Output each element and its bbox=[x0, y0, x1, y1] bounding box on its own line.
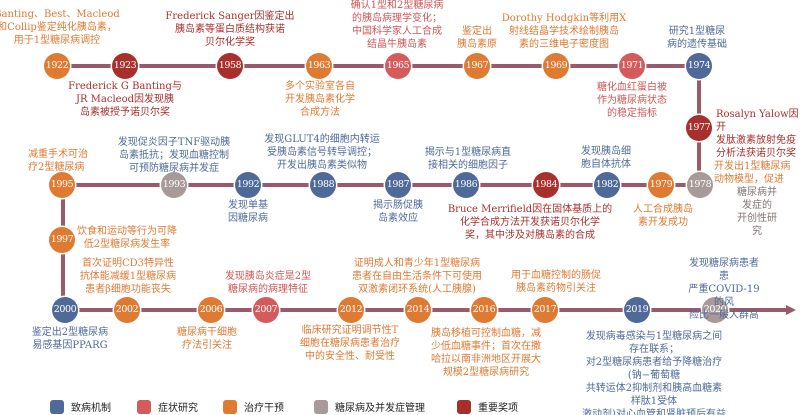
year-node-1986[interactable]: 1986 bbox=[453, 172, 479, 198]
event-text-1923: Frederick G Banting与 JR Macleod因发现胰 岛素被授… bbox=[68, 81, 182, 118]
legend-item-mechanism: 致病机制 bbox=[50, 399, 111, 414]
legend-label: 致病机制 bbox=[71, 403, 111, 414]
event-text-2000: 鉴定出2型糖尿病 易感基因PPARG bbox=[31, 327, 109, 351]
event-text-1993: 发现促炎因子TNF驱动胰 岛素抵抗；发现血糖控制 可预防糖尿病并发症 bbox=[117, 137, 231, 174]
timeline-row-2 bbox=[62, 183, 701, 187]
event-text-1922: Banting、Best、Macleod 和Collip鉴定纯化胰岛素， 用于1… bbox=[0, 9, 120, 46]
event-text-1969: Dorothy Hodgkin等利用X 射线结晶学技术绘制胰岛 素的三维电子密度… bbox=[501, 13, 627, 50]
event-text-1978-part2: 糖尿病并发症的 开创性研究 bbox=[737, 187, 777, 237]
year-node-2017[interactable]: 2017 bbox=[532, 297, 558, 323]
event-text-2017: 用于血糖控制的肠促 胰岛素药物引关注 bbox=[511, 270, 601, 294]
year-node-1963[interactable]: 1963 bbox=[306, 53, 332, 79]
legend-label: 糖尿病及并发症管理 bbox=[335, 403, 425, 414]
legend-item-treatment: 治疗干预 bbox=[223, 399, 284, 414]
legend-label: 重要奖项 bbox=[478, 403, 518, 414]
timeline-row-1 bbox=[57, 64, 701, 68]
year-node-2016[interactable]: 2016 bbox=[471, 297, 497, 323]
event-text-1963: 多个实验室各自 开发胰岛素化学 合成方法 bbox=[285, 81, 355, 118]
year-node-1992[interactable]: 1992 bbox=[235, 172, 261, 198]
legend-label: 症状研究 bbox=[158, 403, 198, 414]
legend-label: 治疗干预 bbox=[244, 403, 284, 414]
event-text-1997: 饮食和运动等行为可降 低2型糖尿病发生率 bbox=[77, 226, 177, 250]
event-text-2006: 糖尿病干细胞 疗法引关注 bbox=[177, 327, 237, 351]
year-node-2007[interactable]: 2007 bbox=[253, 297, 279, 323]
legend-swatch bbox=[457, 399, 471, 414]
event-text-1982: 发现胰岛细 胞自体抗体 bbox=[581, 146, 631, 170]
year-node-1984[interactable]: 1984 bbox=[533, 172, 559, 198]
legend-item-award: 重要奖项 bbox=[457, 399, 518, 414]
year-node-1965[interactable]: 1965 bbox=[385, 53, 411, 79]
legend-item-symptom: 症状研究 bbox=[137, 399, 198, 414]
event-text-2012: 临床研究证明调节性T 细胞在糖尿病患者治疗 中的安全性、耐受性 bbox=[300, 325, 400, 362]
legend-item-management: 糖尿病及并发症管理 bbox=[314, 399, 425, 414]
event-text-1986: 揭示与1型糖尿病直 接相关的细胞因子 bbox=[424, 147, 512, 171]
legend-swatch bbox=[137, 399, 151, 414]
year-node-1993[interactable]: 1993 bbox=[161, 172, 187, 198]
year-node-1995[interactable]: 1995 bbox=[49, 172, 75, 198]
event-text-1965: 确认1型和2型糖尿病 的胰岛病理学变化； 中国科学家人工合成 结晶牛胰岛素 bbox=[350, 0, 444, 50]
event-text-1978-part1: 开发出1型糖尿病 动物模型，促进 bbox=[714, 161, 791, 185]
year-node-1987[interactable]: 1987 bbox=[385, 172, 411, 198]
year-node-1982[interactable]: 1982 bbox=[594, 172, 620, 198]
event-text-2014: 证明成人和青少年1型糖尿病 患者在自由生活条件下可使用 双激素闭环系统(人工胰腺… bbox=[352, 258, 482, 295]
event-text-2020: 发现糖尿病患者患 严重COVID-19的风 险比一般人群高 bbox=[688, 258, 760, 321]
legend-swatch bbox=[50, 399, 64, 414]
year-node-1974[interactable]: 1974 bbox=[686, 53, 712, 79]
year-node-1977[interactable]: 1977 bbox=[686, 115, 712, 141]
year-node-2014[interactable]: 2014 bbox=[405, 297, 431, 323]
event-text-1974: 研究1型糖尿 病的遗传基础 bbox=[667, 26, 727, 50]
event-text-1958: Frederick Sanger因鉴定出 胰岛素等蛋白质结构获诺 贝尔化学奖 bbox=[165, 11, 295, 48]
event-text-1988: 发现GLUT4的细胞内转运 受胰岛素信号转导调控； 开发出胰岛素类似物 bbox=[264, 134, 380, 171]
event-text-1995: 减重手术可治 疗2型糖尿病 bbox=[28, 149, 88, 173]
year-node-1922[interactable]: 1922 bbox=[44, 53, 70, 79]
year-node-1923[interactable]: 1923 bbox=[112, 53, 138, 79]
event-text-2007: 发现胰岛炎症是2型 糖尿病的病理特征 bbox=[224, 271, 312, 295]
event-text-1977: Rosalyn Yalow因开 发肽激素放射免疫 分析法获诺贝尔奖 bbox=[716, 109, 799, 159]
legend-swatch bbox=[314, 399, 328, 414]
year-node-2000[interactable]: 2000 bbox=[52, 297, 78, 323]
event-text-1967: 鉴定出 胰岛素原 bbox=[457, 26, 497, 50]
event-text-2019: 发现病毒感染与1型糖尿病之间存在联系； 对2型糖尿病患者给予降糖治疗(钠−葡萄糖… bbox=[582, 331, 726, 415]
year-node-2002[interactable]: 2002 bbox=[114, 297, 140, 323]
year-node-1979[interactable]: 1979 bbox=[648, 172, 674, 198]
year-node-1997[interactable]: 1997 bbox=[49, 227, 75, 253]
year-node-2006[interactable]: 2006 bbox=[198, 297, 224, 323]
event-text-1984: Bruce Merrifield因在固体基质上的 化学合成方法开发获诺贝尔化学 … bbox=[447, 204, 613, 241]
year-node-1971[interactable]: 1971 bbox=[619, 53, 645, 79]
year-node-1958[interactable]: 1958 bbox=[217, 53, 243, 79]
event-text-2002: 首次证明CD3特异性 抗体能减缓1型糖尿病 患者β细胞功能丧失 bbox=[79, 258, 177, 295]
year-node-2012[interactable]: 2012 bbox=[338, 297, 364, 323]
year-node-1967[interactable]: 1967 bbox=[464, 53, 490, 79]
event-text-1971: 糖化血红蛋白被 作为糖尿病状态 的稳定指标 bbox=[597, 82, 667, 119]
timeline-arrow-icon bbox=[786, 305, 796, 315]
year-node-1978[interactable]: 1978 bbox=[687, 172, 713, 198]
year-node-1988[interactable]: 1988 bbox=[310, 172, 336, 198]
event-text-1979: 人工合成胰岛 素开发成功 bbox=[633, 204, 693, 228]
event-text-1987: 揭示肠促胰 岛素效应 bbox=[373, 200, 423, 224]
year-node-2019[interactable]: 2019 bbox=[624, 297, 650, 323]
legend-swatch bbox=[223, 399, 237, 414]
year-node-1969[interactable]: 1969 bbox=[543, 53, 569, 79]
event-text-1992: 发现单基 因糖尿病 bbox=[228, 200, 268, 224]
event-text-2016: 胰岛移植可控制血糖，减 少低血糖事件；首次在撒 哈拉以南非洲地区开展大 规模2型… bbox=[431, 328, 541, 378]
year-node-2020[interactable]: 2020 bbox=[702, 297, 728, 323]
